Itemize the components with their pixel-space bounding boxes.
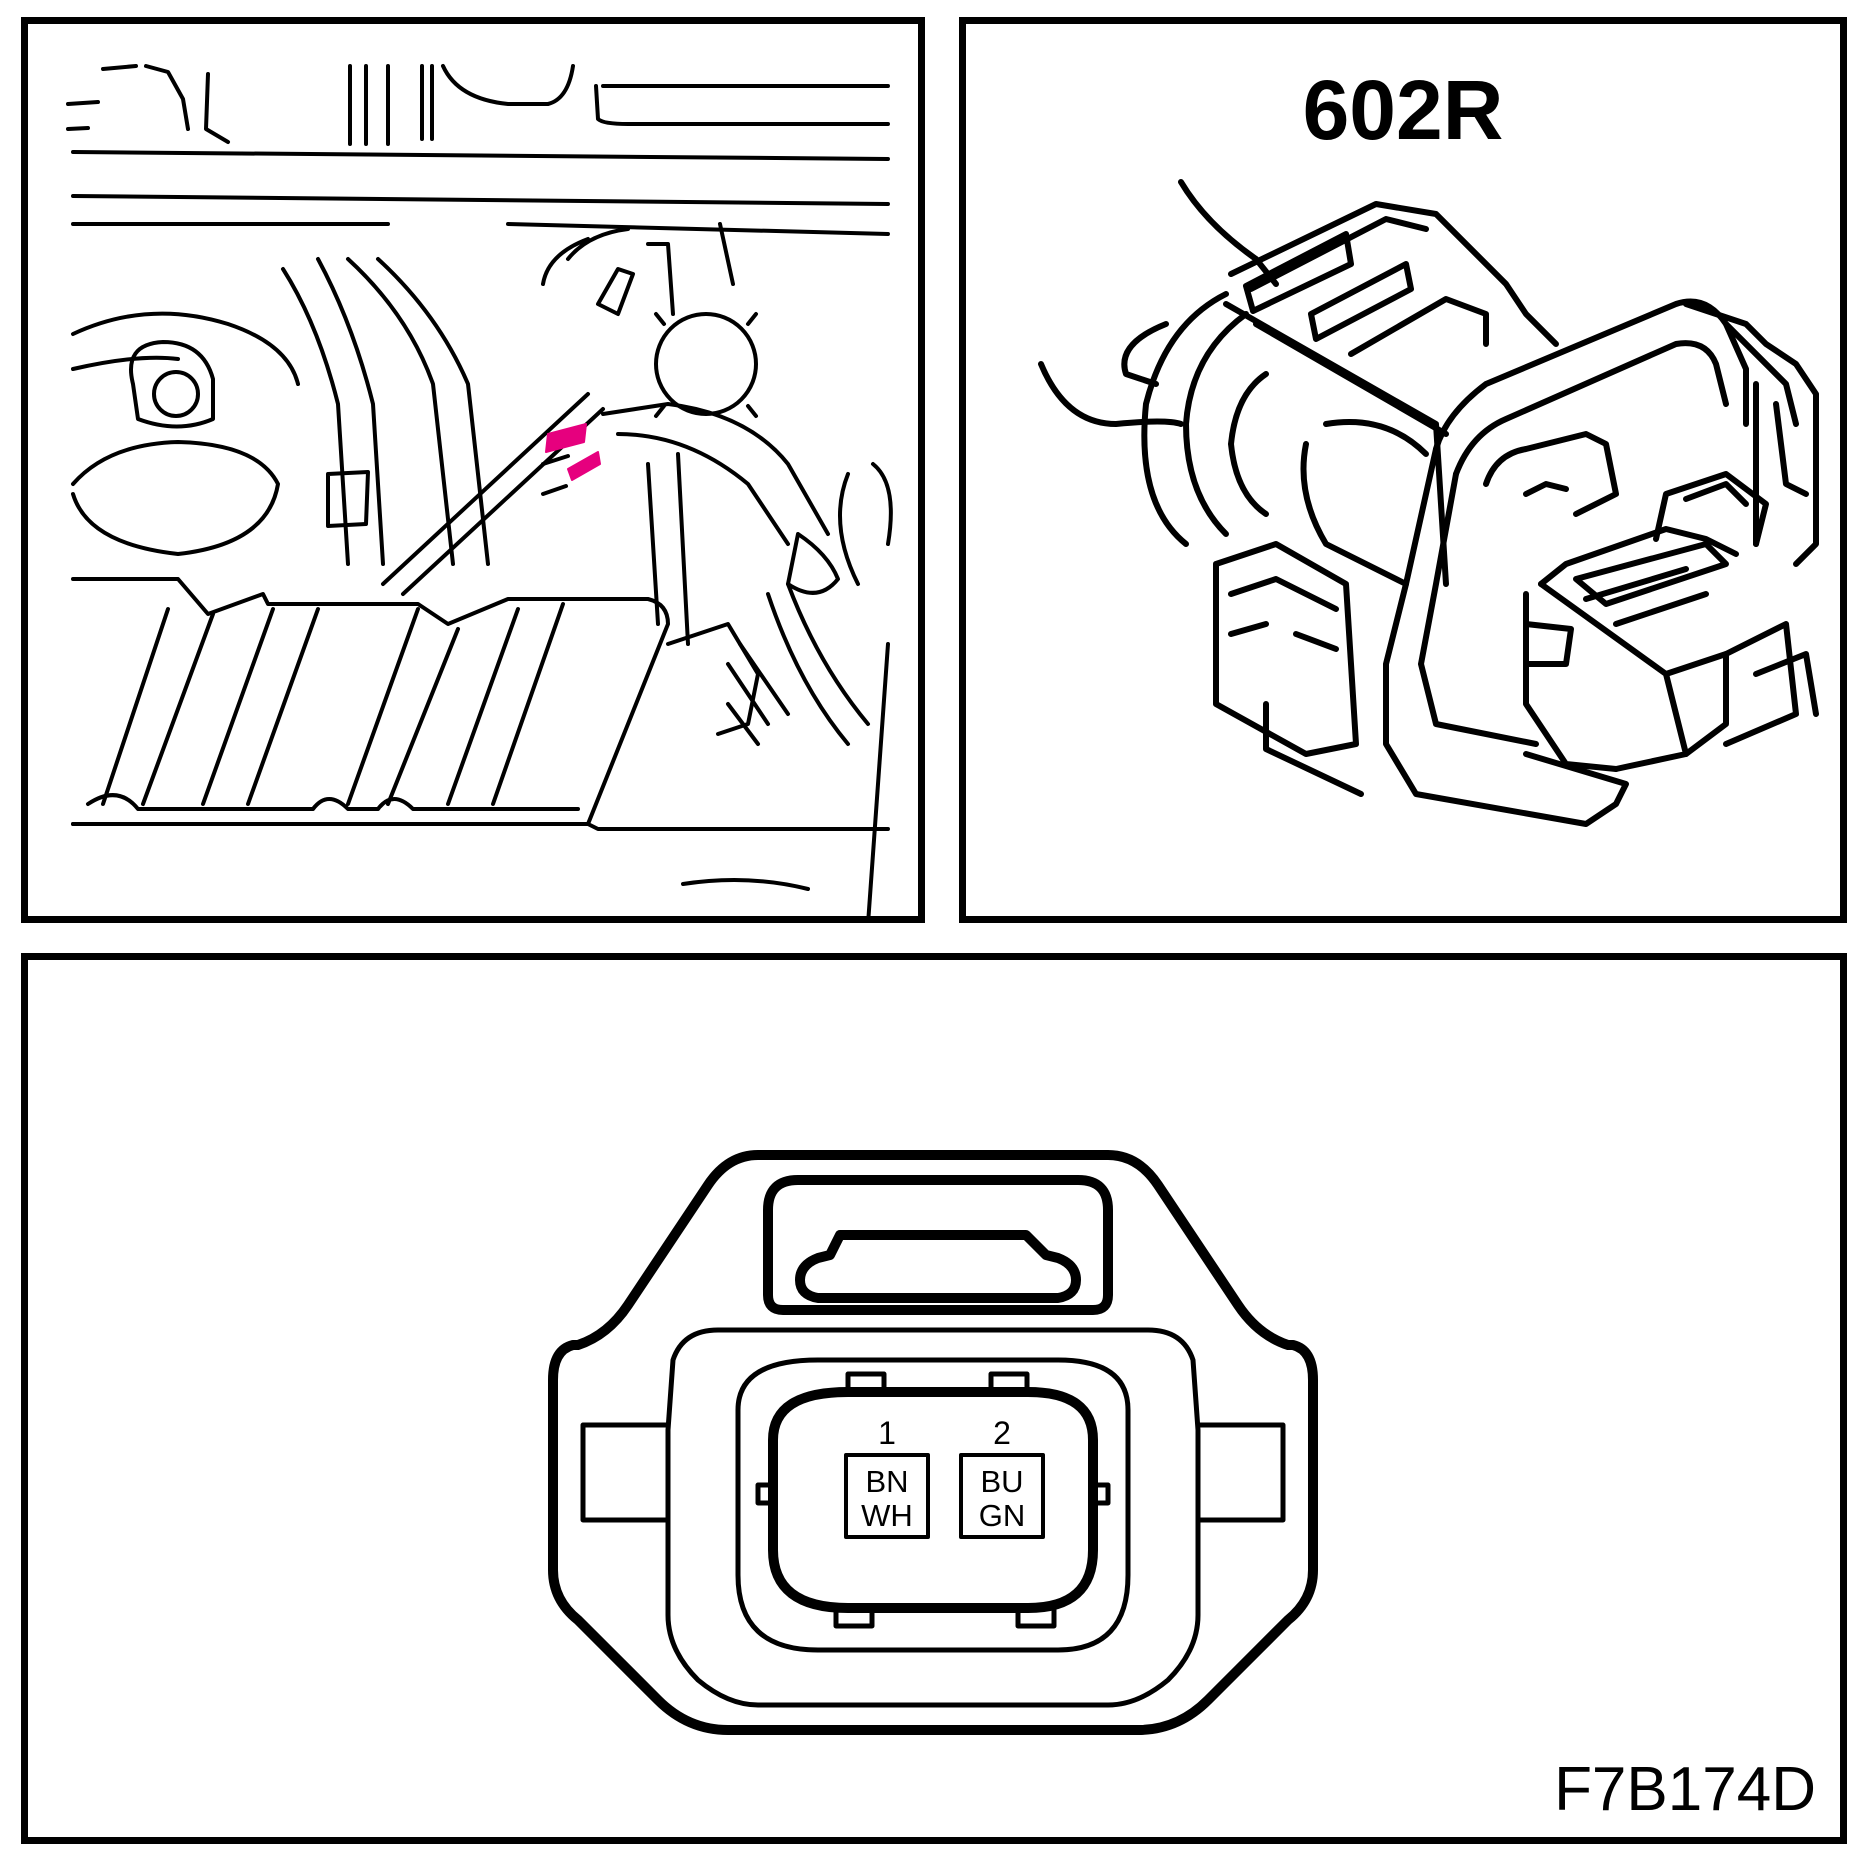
connector-id-label: 602R xyxy=(1302,63,1504,157)
pin-1-wire-color-2: WH xyxy=(861,1498,913,1533)
pinout-view-panel: 1 2 BN WH BU GN F7B174D xyxy=(21,953,1847,1844)
pin-1-wire-color-1: BN xyxy=(865,1464,908,1499)
connector-isometric-illustration xyxy=(1038,179,1819,827)
pin-1-number: 1 xyxy=(878,1415,896,1451)
connector-face-illustration: 1 2 BN WH BU GN xyxy=(548,1150,1318,1735)
pin-2-box xyxy=(959,1453,1045,1539)
pin-1-box xyxy=(844,1453,930,1539)
pin-2-number: 2 xyxy=(993,1415,1011,1451)
pin-2-wire-color-2: GN xyxy=(979,1498,1026,1533)
pin-2-wire-color-1: BU xyxy=(980,1464,1023,1499)
connector-view-panel: 602R xyxy=(959,17,1847,923)
figure-id-label: F7B174D xyxy=(1554,1755,1816,1824)
location-view-panel xyxy=(21,17,925,923)
engine-bay-illustration xyxy=(66,64,893,916)
